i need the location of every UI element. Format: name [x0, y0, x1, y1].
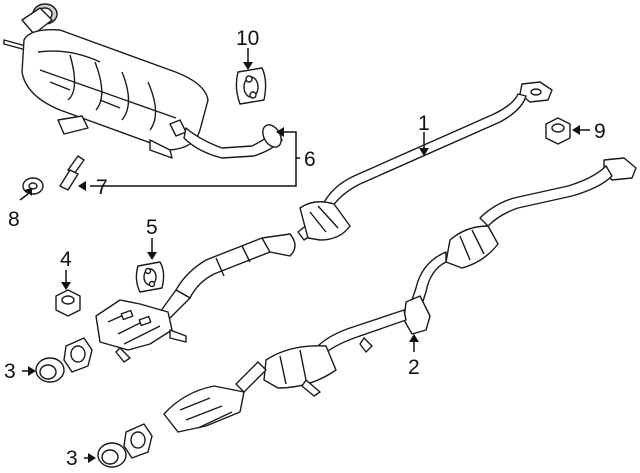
front-pipe-2: [123, 157, 637, 459]
callout-3a: 3: [4, 360, 16, 383]
callout-4: 4: [60, 248, 72, 271]
rear-muffler-assembly: [3, 3, 283, 159]
callout-1: 1: [418, 112, 430, 135]
nut-4: [55, 289, 81, 317]
hanger-insulator-10: [235, 67, 267, 105]
bolt-7: [59, 155, 85, 191]
callout-3b: 3: [66, 447, 78, 470]
intermediate-pipe-1: [159, 81, 553, 321]
callout-6: 6: [304, 148, 316, 171]
leader-8: [19, 193, 29, 201]
callout-7: 7: [96, 176, 108, 199]
callout-2: 2: [408, 356, 420, 379]
front-catalytic-converter: [63, 299, 187, 373]
nut-9: [545, 117, 571, 145]
gasket-8: [22, 177, 44, 195]
hanger-insulator-5: [135, 261, 165, 293]
leader-6: [90, 131, 297, 187]
callout-9: 9: [594, 120, 606, 143]
callout-8: 8: [8, 208, 20, 231]
callout-10: 10: [236, 27, 259, 50]
gasket-3-upper: [35, 357, 65, 383]
callout-5: 5: [146, 216, 158, 239]
gasket-3-lower: [97, 442, 127, 468]
